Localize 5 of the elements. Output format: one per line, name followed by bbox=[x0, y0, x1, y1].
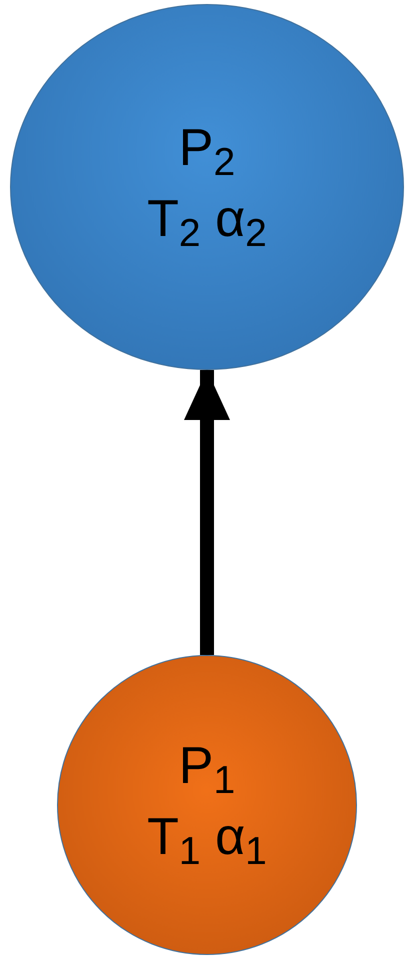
node-label: T$_{1}$ α$_{1}$ bbox=[147, 807, 267, 875]
arrow bbox=[184, 370, 230, 655]
node-label: T$_{2}$ α$_{2}$ bbox=[147, 189, 267, 257]
node-label: P$_{2}$ bbox=[178, 118, 236, 186]
node-label: P$_{1}$ bbox=[178, 736, 236, 804]
